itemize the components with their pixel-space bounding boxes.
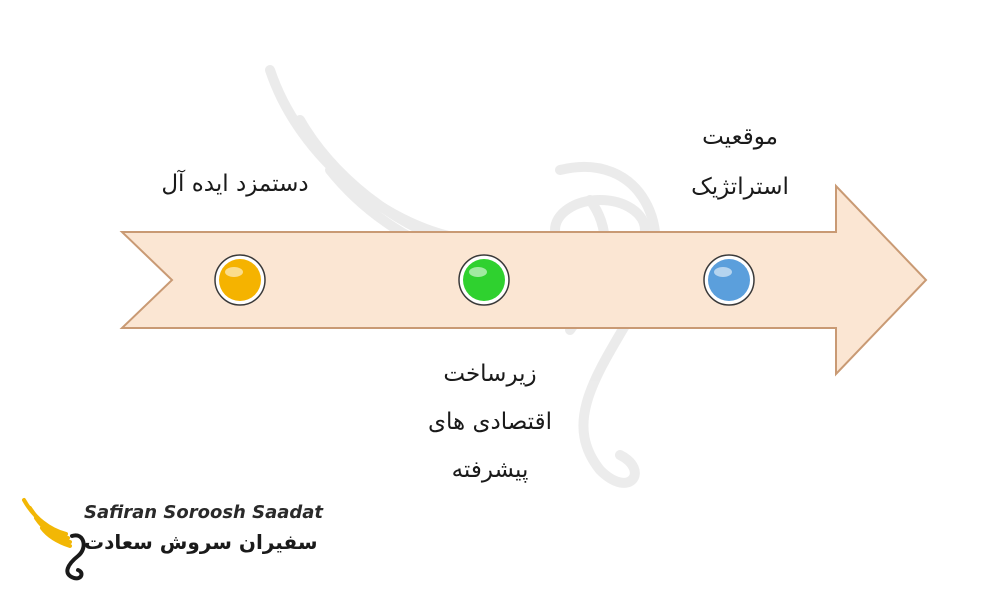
stage-label-ideal: دستمزد ایده آل: [120, 162, 350, 206]
stage-label-line: اقتصادی های: [428, 409, 552, 435]
stage-label-line: استراتژیک: [691, 174, 789, 200]
stage-dot-strategic: [703, 254, 755, 306]
brand-logo: Safiran Soroosh Saadat سفیران سروش سعادت: [20, 496, 323, 586]
stage-label-line: زیرساخت: [443, 361, 537, 387]
stage-dot-ideal: [214, 254, 266, 306]
brand-wing-icon: [22, 498, 86, 581]
stage-label-infrastructure: زیرساخت اقتصادی های پیشرفته: [370, 350, 610, 494]
brand-name-en: Safiran Soroosh Saadat: [84, 502, 324, 523]
brand-name-fa: سفیران سروش سعادت: [84, 530, 318, 554]
timeline-arrow: [119, 183, 928, 377]
stage-label-line: موقعیت: [702, 124, 778, 150]
stage-dot-infrastructure: [458, 254, 510, 306]
stage-label-strategic: موقعیت استراتژیک: [640, 112, 840, 212]
stage-label-line: پیشرفته: [451, 457, 529, 483]
stage-label-line: دستمزد ایده آل: [161, 171, 309, 197]
